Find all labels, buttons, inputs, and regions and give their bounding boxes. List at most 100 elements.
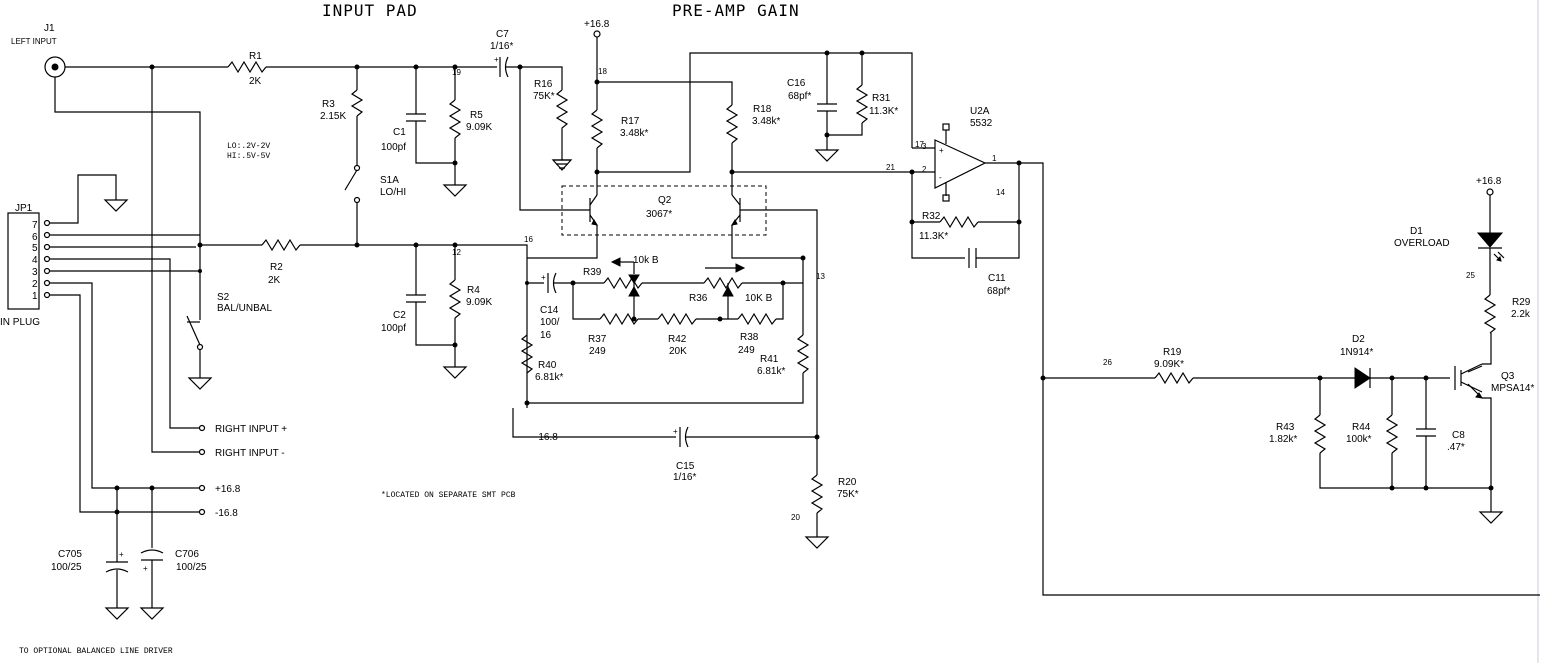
resistor-r32: R32 11.3K* xyxy=(919,211,979,242)
svg-text:3067*: 3067* xyxy=(646,209,672,220)
svg-text:C1: C1 xyxy=(393,127,406,138)
svg-text:R41: R41 xyxy=(760,354,779,365)
potentiometer-r36: R36 10K B xyxy=(689,263,773,304)
svg-text:R18: R18 xyxy=(753,104,772,115)
resistor-r37: R37 249 xyxy=(588,312,639,357)
svg-text:Q3: Q3 xyxy=(1501,371,1515,382)
switch-s1a: S1A LO/HI xyxy=(344,164,406,204)
resistor-r18: R18 3.48k* xyxy=(725,104,780,144)
resistor-r38: R38 249 xyxy=(737,312,777,356)
svg-text:-16.8: -16.8 xyxy=(215,508,238,519)
svg-text:1: 1 xyxy=(992,154,997,163)
svg-text:11.3K*: 11.3K* xyxy=(869,106,898,117)
capacitor-c7: + C7 1/16* xyxy=(490,29,513,78)
resistor-r44: R44 100k* xyxy=(1346,414,1399,454)
led-d1: D1 OVERLOAD xyxy=(1394,226,1505,262)
svg-text:4: 4 xyxy=(32,255,38,266)
svg-text:MPSA14*: MPSA14* xyxy=(1491,383,1534,394)
node-14: 14 xyxy=(996,188,1005,197)
svg-text:S2: S2 xyxy=(217,292,230,303)
capacitor-c705: + C705 100/25 xyxy=(51,549,129,573)
svg-text:+: + xyxy=(541,273,546,282)
svg-text:+: + xyxy=(494,55,499,64)
svg-text:S1A: S1A xyxy=(380,175,399,186)
node-13: 13 xyxy=(816,272,825,281)
svg-text:R3: R3 xyxy=(322,99,335,110)
jp1-connector: JP1 IN PLUG 7 6 5 4 3 2 1 xyxy=(0,203,51,328)
transistor-q3: Q3 MPSA14* xyxy=(1454,363,1534,399)
potentiometer-r39: R39 10k B xyxy=(583,255,659,290)
svg-text:75K*: 75K* xyxy=(533,91,555,102)
svg-text:9.09K: 9.09K xyxy=(466,122,492,133)
section-title-preamp-gain: PRE-AMP GAIN xyxy=(672,1,800,20)
svg-text:R16: R16 xyxy=(534,79,553,90)
svg-text:100k*: 100k* xyxy=(1346,434,1372,445)
resistor-r31: R31 11.3K* xyxy=(855,84,898,124)
svg-text:R1: R1 xyxy=(249,51,262,62)
svg-text:100/25: 100/25 xyxy=(176,562,207,573)
svg-text:R32: R32 xyxy=(922,211,941,222)
node-20: 20 xyxy=(791,513,800,522)
resistor-r3: R3 2.15K xyxy=(320,89,364,122)
diode-d2: D2 1N914* xyxy=(1340,334,1373,389)
svg-text:+: + xyxy=(673,427,678,436)
svg-text:-: - xyxy=(939,173,942,182)
svg-text:1.82k*: 1.82k* xyxy=(1269,434,1297,445)
svg-text:R17: R17 xyxy=(621,116,640,127)
balanced-driver-note: TO OPTIONAL BALANCED LINE DRIVER xyxy=(19,647,173,656)
svg-text:2K: 2K xyxy=(268,275,281,286)
svg-text:R36: R36 xyxy=(689,293,708,304)
svg-text:7: 7 xyxy=(32,220,38,231)
svg-text:2K: 2K xyxy=(249,76,262,87)
svg-text:R37: R37 xyxy=(588,334,607,345)
hi-range-note: HI:.5V-5V xyxy=(227,152,270,161)
output-terminals: RIGHT INPUT + RIGHT INPUT - +16.8 -16.8 xyxy=(198,424,287,519)
svg-text:3: 3 xyxy=(922,142,927,151)
svg-text:16: 16 xyxy=(540,330,552,341)
resistor-r19: R19 9.09K* xyxy=(1154,347,1194,385)
svg-text:JP1: JP1 xyxy=(15,203,33,214)
svg-text:R2: R2 xyxy=(270,262,283,273)
resistor-r5: R5 9.09K xyxy=(448,99,492,139)
svg-text:2: 2 xyxy=(32,279,38,290)
svg-text:IN PLUG: IN PLUG xyxy=(0,317,40,328)
svg-text:2.15K: 2.15K xyxy=(320,111,346,122)
svg-text:1: 1 xyxy=(32,291,38,302)
resistor-r29: R29 2.2k xyxy=(1483,294,1531,334)
svg-text:R5: R5 xyxy=(470,110,483,121)
node-17: 17 xyxy=(915,140,924,149)
svg-text:1N914*: 1N914* xyxy=(1340,347,1373,358)
transistor-q2: Q2 3067* xyxy=(561,185,767,236)
svg-text:J1: J1 xyxy=(44,23,55,34)
svg-text:100/25: 100/25 xyxy=(51,562,82,573)
svg-text:2: 2 xyxy=(922,165,927,174)
svg-text:C8: C8 xyxy=(1452,430,1465,441)
svg-text:C15: C15 xyxy=(676,461,695,472)
resistor-r4: R4 9.09K xyxy=(448,279,492,319)
svg-text:R38: R38 xyxy=(740,332,759,343)
svg-text:D2: D2 xyxy=(1352,334,1365,345)
svg-text:+: + xyxy=(939,146,944,155)
svg-text:LO/HI: LO/HI xyxy=(380,187,406,198)
svg-text:C706: C706 xyxy=(175,549,199,560)
resistor-r20: R20 75K* xyxy=(810,474,859,514)
svg-text:100/: 100/ xyxy=(540,317,560,328)
svg-text:U2A: U2A xyxy=(970,106,990,117)
supply-neg-label: -16.8 xyxy=(535,432,558,443)
svg-text:R44: R44 xyxy=(1352,422,1371,433)
svg-text:C7: C7 xyxy=(496,29,509,40)
capacitor-c1: C1 100pf xyxy=(381,113,426,153)
svg-text:11.3K*: 11.3K* xyxy=(919,231,948,242)
smt-note: *LOCATED ON SEPARATE SMT PCB xyxy=(381,491,516,500)
svg-text:3: 3 xyxy=(32,267,38,278)
capacitor-c11: C11 68pf* xyxy=(968,248,1010,297)
capacitor-c15: + C15 1/16* xyxy=(673,426,696,483)
svg-text:6: 6 xyxy=(32,232,38,243)
node-18: 18 xyxy=(598,67,607,76)
svg-text:+16.8: +16.8 xyxy=(215,484,241,495)
j1-connector: J1 LEFT INPUT xyxy=(11,23,66,78)
svg-text:R40: R40 xyxy=(538,360,557,371)
supply-pos-top: +16.8 xyxy=(584,19,610,30)
resistor-r16: R16 75K* xyxy=(533,79,573,171)
